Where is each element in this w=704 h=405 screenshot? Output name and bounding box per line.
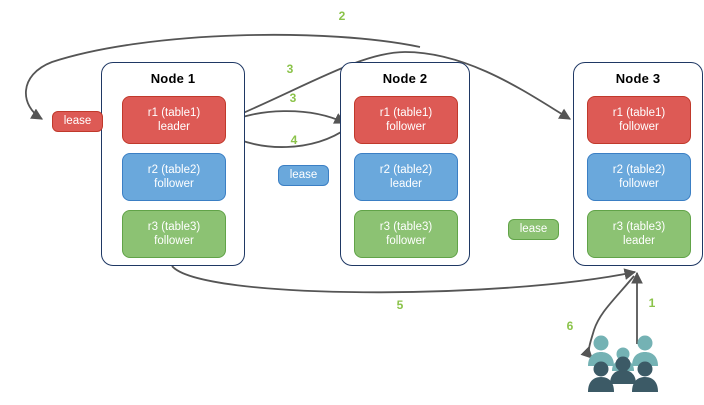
node-1-replica-r1-line1: r1 (table1) [147, 107, 201, 119]
lease-badge-r2[interactable]: lease [278, 165, 329, 186]
edge-label-4: 4 [290, 133, 298, 147]
node-3-replica-r3[interactable]: r3 (table3) leader [587, 210, 691, 258]
node-2-replica-r1[interactable]: r1 (table1) follower [354, 96, 458, 144]
edge-label-2: 2 [338, 9, 346, 23]
edge-label-3a: 3 [286, 62, 294, 76]
node-3-replica-r1-line2: follower [619, 121, 659, 133]
node-2-replica-r3[interactable]: r3 (table3) follower [354, 210, 458, 258]
lease-badge-r3[interactable]: lease [508, 219, 559, 240]
node-2-replica-r2-line2: leader [390, 178, 422, 190]
edge-label-5: 5 [396, 298, 404, 312]
node-2-replica-r2[interactable]: r2 (table2) leader [354, 153, 458, 201]
node-3[interactable]: Node 3 r1 (table1) follower r2 (table2) … [573, 62, 703, 266]
edge-label-1: 1 [648, 296, 656, 310]
node-3-replica-r3-line1: r3 (table3) [612, 221, 666, 233]
edge-label-6: 6 [566, 319, 574, 333]
node-1-replica-r3-line1: r3 (table3) [147, 221, 201, 233]
node-3-title: Node 3 [615, 71, 661, 86]
edge-label-3b: 3 [289, 91, 297, 105]
node-1-replica-r2[interactable]: r2 (table2) follower [122, 153, 226, 201]
node-1-title: Node 1 [150, 71, 196, 86]
node-3-replica-r1-line1: r1 (table1) [612, 107, 666, 119]
node-2-replica-r2-line1: r2 (table2) [379, 164, 433, 176]
users-icon [588, 335, 658, 392]
node-1-replica-r2-line1: r2 (table2) [147, 164, 201, 176]
node-1-replica-r2-line2: follower [154, 178, 194, 190]
node-1-replica-r3[interactable]: r3 (table3) follower [122, 210, 226, 258]
node-2-replica-r1-line2: follower [386, 121, 426, 133]
node-2-replica-r1-line1: r1 (table1) [379, 107, 433, 119]
node-3-replica-r1[interactable]: r1 (table1) follower [587, 96, 691, 144]
node-2-replica-r3-line2: follower [386, 235, 426, 247]
node-3-replica-r3-line2: leader [623, 235, 655, 247]
node-2-replica-r3-line1: r3 (table3) [379, 221, 433, 233]
node-1-replica-r1-line2: leader [158, 121, 190, 133]
node-1-replica-r1[interactable]: r1 (table1) leader [122, 96, 226, 144]
node-3-replica-r2-line2: follower [619, 178, 659, 190]
node-1[interactable]: Node 1 r1 (table1) leader r2 (table2) fo… [101, 62, 245, 266]
edge-5-path [171, 265, 637, 294]
node-3-replica-r2[interactable]: r2 (table2) follower [587, 153, 691, 201]
lease-badge-r1[interactable]: lease [52, 111, 103, 132]
node-2[interactable]: Node 2 r1 (table1) follower r2 (table2) … [340, 62, 470, 266]
node-3-replica-r2-line1: r2 (table2) [612, 164, 666, 176]
node-2-title: Node 2 [382, 71, 428, 86]
node-1-replica-r3-line2: follower [154, 235, 194, 247]
